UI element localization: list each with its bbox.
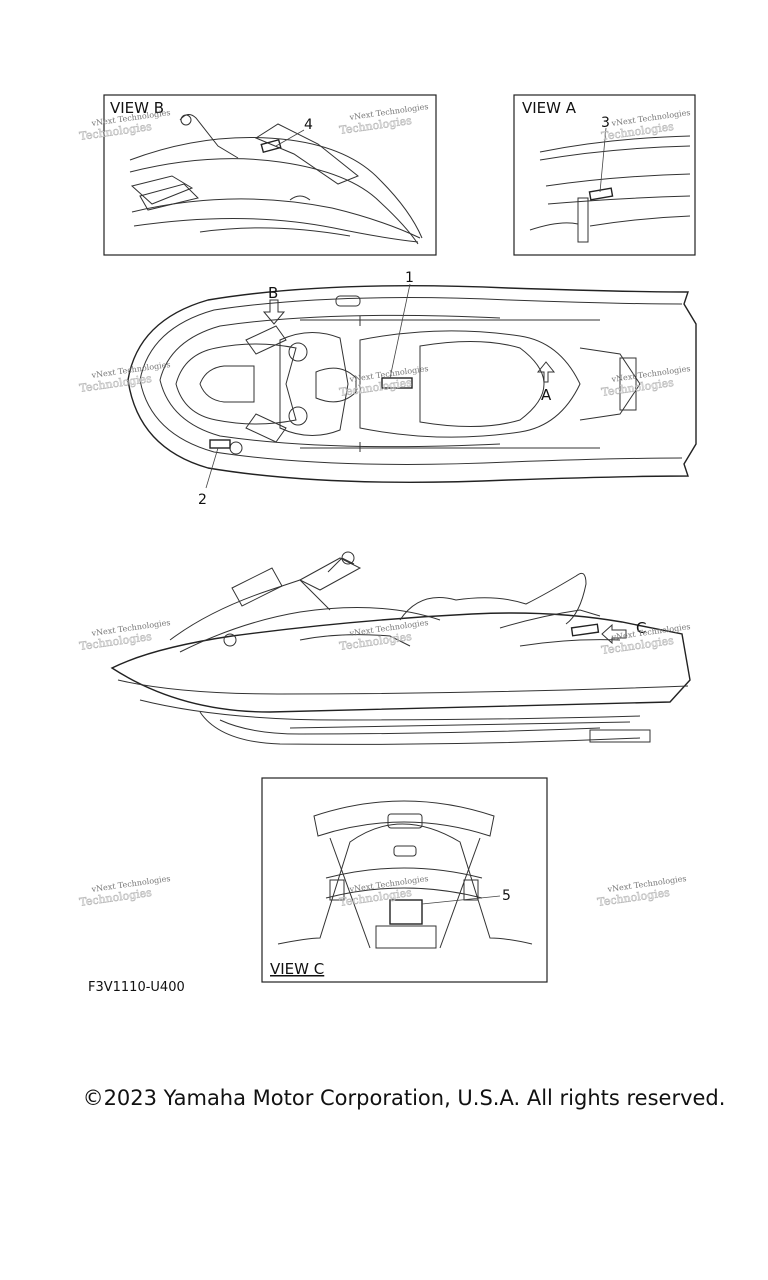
- arrow-down-icon: [262, 299, 286, 325]
- view-a-inset: VIEW A 3 vNext Technologies Technologies: [513, 94, 696, 256]
- arrow-up-icon: [536, 361, 556, 383]
- arrow-b-label: B: [268, 284, 278, 302]
- side-view: C vNext Technologies Technologies vNext …: [78, 551, 691, 745]
- arrow-a-label: A: [541, 386, 552, 404]
- copyright-notice: ©2023 Yamaha Motor Corporation, U.S.A. A…: [82, 1086, 726, 1110]
- top-view: 1 2 B A vNext Technologies Technologies …: [78, 270, 697, 508]
- view-b-inset: VIEW B 4 vNext Technologies Technologies…: [78, 94, 437, 256]
- arrow-left-icon: [601, 623, 627, 645]
- view-c-label: VIEW C: [270, 960, 324, 978]
- view-c-inset: 5 VIEW C vNext Technologies Technologies: [261, 777, 548, 983]
- callout-2: 2: [198, 492, 207, 508]
- callout-5: 5: [502, 888, 511, 904]
- view-b-label: VIEW B: [110, 99, 164, 117]
- arrow-c-label: C: [636, 619, 646, 637]
- view-a-label: VIEW A: [522, 99, 577, 117]
- part-code: F3V1110-U400: [88, 980, 185, 995]
- callout-1: 1: [405, 270, 414, 286]
- callout-3: 3: [601, 115, 610, 131]
- callout-4: 4: [304, 117, 313, 133]
